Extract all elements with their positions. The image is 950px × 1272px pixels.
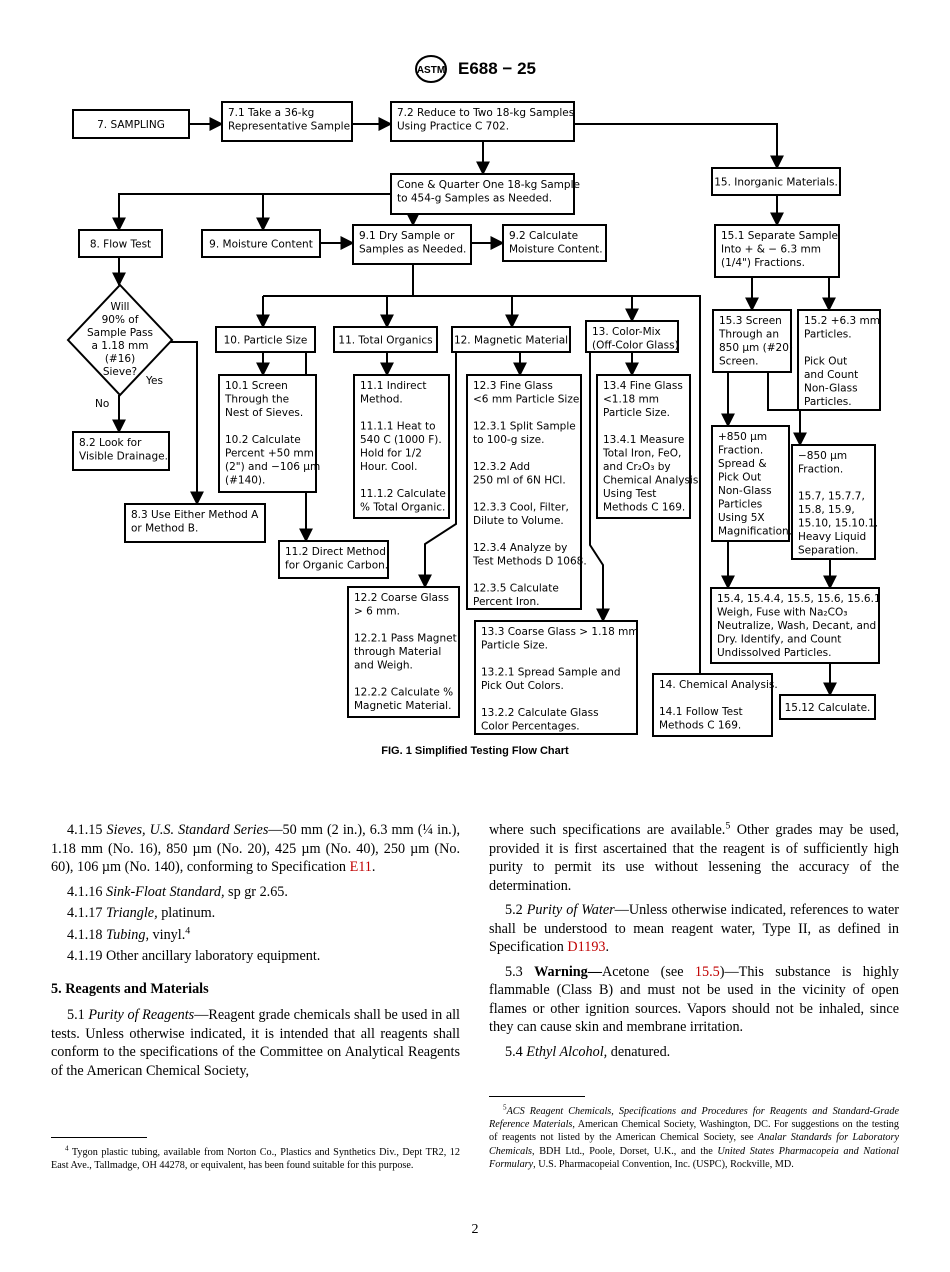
no-label: No (95, 398, 109, 410)
flow-box-b72 (390, 101, 575, 142)
yes-label: Yes (145, 375, 163, 387)
flow-box-b1512 (779, 694, 876, 720)
flow-box-b134 (596, 374, 691, 519)
connector-24 (168, 341, 198, 504)
connector-27 (767, 372, 807, 447)
flow-box-b71 (221, 101, 353, 142)
flow-box-text-b12: 12. Magnetic Material (454, 335, 568, 347)
footnote-4: 4 Tygon plastic tubing, available from N… (51, 1144, 460, 1172)
flow-box-bcq (390, 173, 575, 215)
para-5-3: 5.3 Warning—Acetone (see 15.5)—This subs… (489, 963, 900, 1036)
flow-box-text-b122: 12.2 Coarse Glass> 6 mm. 12.2.1 Pass Mag… (354, 592, 457, 712)
flow-box-text-b9: 9. Moisture Content (209, 239, 313, 251)
link-15-5[interactable]: 15.5 (694, 963, 720, 980)
flow-box-text-b10: 10. Particle Size (224, 335, 308, 347)
flow-box-b15 (711, 167, 841, 196)
page-number: 2 (471, 1222, 479, 1237)
para-5-2: 5.2 Purity of Water—Unless otherwise ind… (489, 902, 900, 955)
flow-box-b122 (347, 586, 460, 718)
footnote-rule-right (489, 1096, 585, 1097)
designation: E688 − 25 (458, 59, 536, 78)
connector-4 (112, 193, 391, 232)
flow-box-b850p (711, 425, 790, 542)
flow-box-b92 (502, 224, 607, 262)
link-d1193[interactable]: D1193 (567, 939, 606, 955)
connector-28 (418, 352, 457, 589)
flow-box-b13 (585, 320, 679, 353)
flow-box-b9 (201, 229, 321, 258)
flow-box-b11 (333, 326, 438, 353)
flow-box-b91 (352, 224, 472, 265)
para-4-1-17: 4.1.17 Triangle, platinum. (67, 905, 216, 921)
flow-box-b123 (466, 374, 582, 610)
flow-box-text-b1512: 15.12 Calculate. (785, 702, 871, 714)
flow-box-b154 (710, 587, 880, 664)
flow-box-text-b8: 8. Flow Test (90, 239, 151, 251)
section-heading-5: 5. Reagents and Materials (51, 980, 209, 997)
para-4-1-19: 4.1.19 Other ancillary laboratory equipm… (67, 948, 321, 964)
flow-box-b152 (797, 309, 881, 411)
flow-box-b12 (451, 326, 571, 353)
flow-box-text-b11: 11. Total Organics (338, 335, 432, 347)
flow-box-b133 (474, 620, 638, 735)
flow-box-b82 (72, 431, 170, 471)
right-column: where such specifications are available.… (489, 821, 899, 1067)
flow-box-text-b123: 12.3 Fine Glass<6 mm Particle Size. 12.3… (472, 380, 587, 608)
flow-box-b151 (714, 224, 840, 278)
flow-box-b112 (278, 540, 389, 579)
flow-box-b153 (712, 309, 792, 373)
astm-logo-icon: ASTM (415, 55, 447, 83)
flow-box-b83 (124, 503, 266, 543)
flow-box-b7 (72, 109, 190, 139)
para-4-1-18: 4.1.18 Tubing, vinyl.4 (67, 924, 191, 943)
flow-box-text-b13: 13. Color-Mix(Off-Color Glass) (592, 326, 679, 352)
page-header: ASTM E688 − 25 (0, 54, 950, 84)
footnote-rule-left (51, 1137, 147, 1138)
link-e11[interactable]: E11 (349, 859, 372, 875)
flow-box-b14 (652, 673, 773, 737)
connector-30 (589, 352, 610, 623)
para-4-1-15: 4.1.15 Sieves, U.S. Standard Series—50 m… (51, 822, 460, 875)
left-column: 4.1.15 Sieves, U.S. Standard Series—50 m… (51, 821, 460, 1086)
flow-box-b8 (78, 229, 163, 258)
para-5-1: 5.1 Purity of Reagents—Reagent grade che… (51, 1007, 461, 1079)
flow-box-b111 (353, 374, 450, 519)
flow-box-text-b15: 15. Inorganic Materials. (714, 177, 838, 189)
para-5-1-cont: where such specifications are available.… (489, 820, 900, 894)
decision-diamond (66, 283, 174, 397)
flow-box-b850m (791, 444, 876, 560)
footnote-5: 5ACS Reagent Chemicals, Specifications a… (489, 1103, 899, 1170)
flow-box-b10 (215, 326, 316, 353)
svg-text:ASTM: ASTM (417, 65, 445, 76)
connector-2 (574, 123, 784, 170)
para-5-4: 5.4 Ethyl Alcohol, denatured. (505, 1043, 671, 1060)
flow-box-text-b7: 7. SAMPLING (97, 119, 165, 131)
figure-caption: FIG. 1 Simplified Testing Flow Chart (381, 745, 569, 757)
flow-box-b101 (218, 374, 317, 493)
connector-12 (263, 295, 701, 674)
para-4-1-16: 4.1.16 Sink-Float Standard, sp gr 2.65. (67, 883, 288, 900)
